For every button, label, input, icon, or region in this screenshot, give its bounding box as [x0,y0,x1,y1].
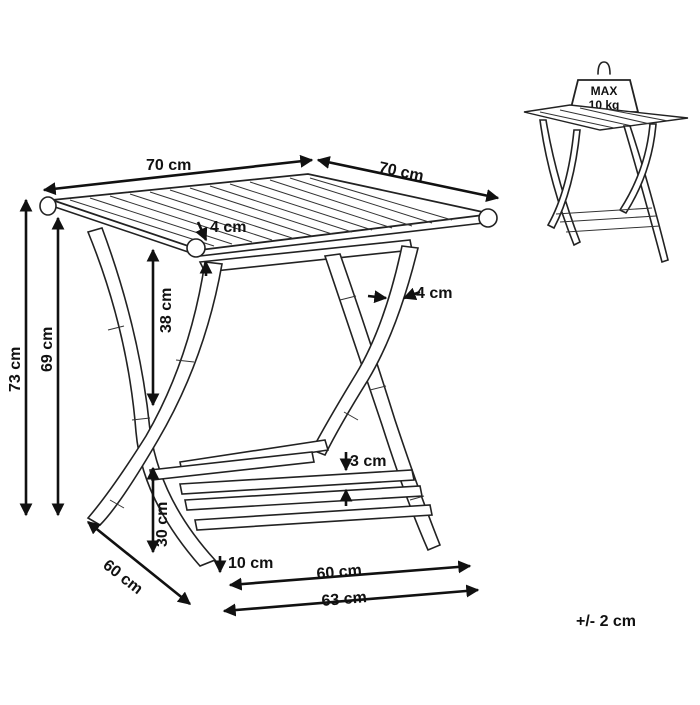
load-capacity-illustration: MAX 10 kg [523,61,689,264]
mini-leg-2 [546,129,581,230]
dim-arrow-tube-leg-a [367,290,388,304]
mini-leg-3 [622,125,669,264]
dimension-lines [19,154,500,617]
mini-shelf [555,207,661,233]
load-badge-line1: MAX [591,84,618,98]
rail-end-front [186,238,206,258]
label-table-width: 70 cm [146,157,191,174]
dim-line-width [42,154,314,196]
label-shelf-gap: 10 cm [228,555,273,572]
rail-end-left [39,196,57,216]
right-front-leg [310,245,419,457]
left-rear-leg [86,227,217,567]
label-base-width: 63 cm [321,589,368,610]
label-shelf-width: 60 cm [316,562,363,583]
tolerance-note: +/- 2 cm [576,613,636,630]
dim-line-shelf-width [228,560,472,591]
rail-end-right [478,208,498,228]
label-shelf-height: 30 cm [154,502,171,547]
dim-line-depth [316,156,500,202]
label-tube-top: 4 cm [210,219,246,236]
mini-leg-4 [618,123,657,215]
label-tube-leg: 4 cm [416,285,452,302]
dim-line-base-width [222,584,480,617]
weight-handle-icon [597,61,611,75]
folding-table-illustration [39,173,498,567]
label-total-height: 73 cm [7,347,24,392]
label-apron-depth: 38 cm [158,288,175,333]
lower-shelf [149,439,433,531]
dim-arrow-tube-leg-b [402,287,421,300]
mini-leg-1 [539,119,582,247]
label-leg-height: 69 cm [39,327,56,372]
label-table-depth: 70 cm [377,159,425,185]
dim-arrow-tube-top-a [195,221,208,242]
dim-line-base-depth [86,520,192,606]
label-shelf-bar: 3 cm [350,453,386,470]
